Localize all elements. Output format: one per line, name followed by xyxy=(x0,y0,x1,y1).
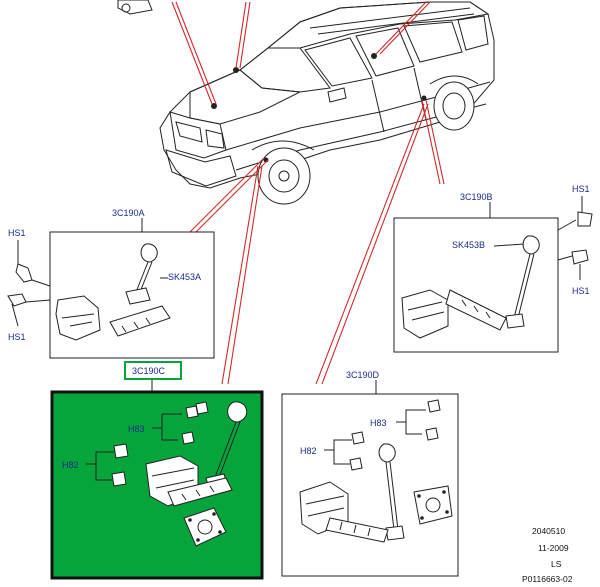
panel-b-hs-top: HS1 xyxy=(572,184,590,194)
panel-c-code: 3C190C xyxy=(132,366,166,376)
panel-c-code-box xyxy=(124,361,182,380)
panel-3c190d: 3C190D H83 H82 xyxy=(281,370,459,577)
panel-b-code: 3C190B xyxy=(460,192,493,202)
panel-c-h-top: H83 xyxy=(128,424,145,434)
panel-d-h-top: H83 xyxy=(370,418,387,428)
panel-a-hs-top: HS1 xyxy=(8,228,26,238)
ref-line-1: 2040510 xyxy=(532,526,565,536)
panel-3c190c: 3C190C H83 H82 xyxy=(50,361,264,580)
panel-c-h-mid: H82 xyxy=(62,460,79,470)
panel-3c190b: 3C190B HS1 HS1 SK453B xyxy=(393,184,593,353)
panel-a-code: 3C190A xyxy=(112,208,145,218)
leader-lines xyxy=(171,1,445,385)
ref-line-2: 11-2009 xyxy=(538,543,569,553)
panel-a-sk: SK453A xyxy=(168,272,201,282)
vehicle-illustration xyxy=(117,0,495,205)
panel-b-sk: SK453B xyxy=(452,240,485,250)
panel-a-hs-bottom: HS1 xyxy=(8,332,26,342)
ref-line-4: P0116663-02 xyxy=(522,574,573,584)
ref-line-3: LS xyxy=(551,559,562,569)
panel-b-hs-bottom: HS1 xyxy=(572,286,590,296)
panel-d-h-mid: H82 xyxy=(300,446,317,456)
panel-d-code: 3C190D xyxy=(346,370,380,380)
panel-3c190a: 3C190A HS1 HS1 SK453A xyxy=(7,208,215,359)
reference-block: 2040510 11-2009 LS P0116663-02 xyxy=(522,526,573,584)
